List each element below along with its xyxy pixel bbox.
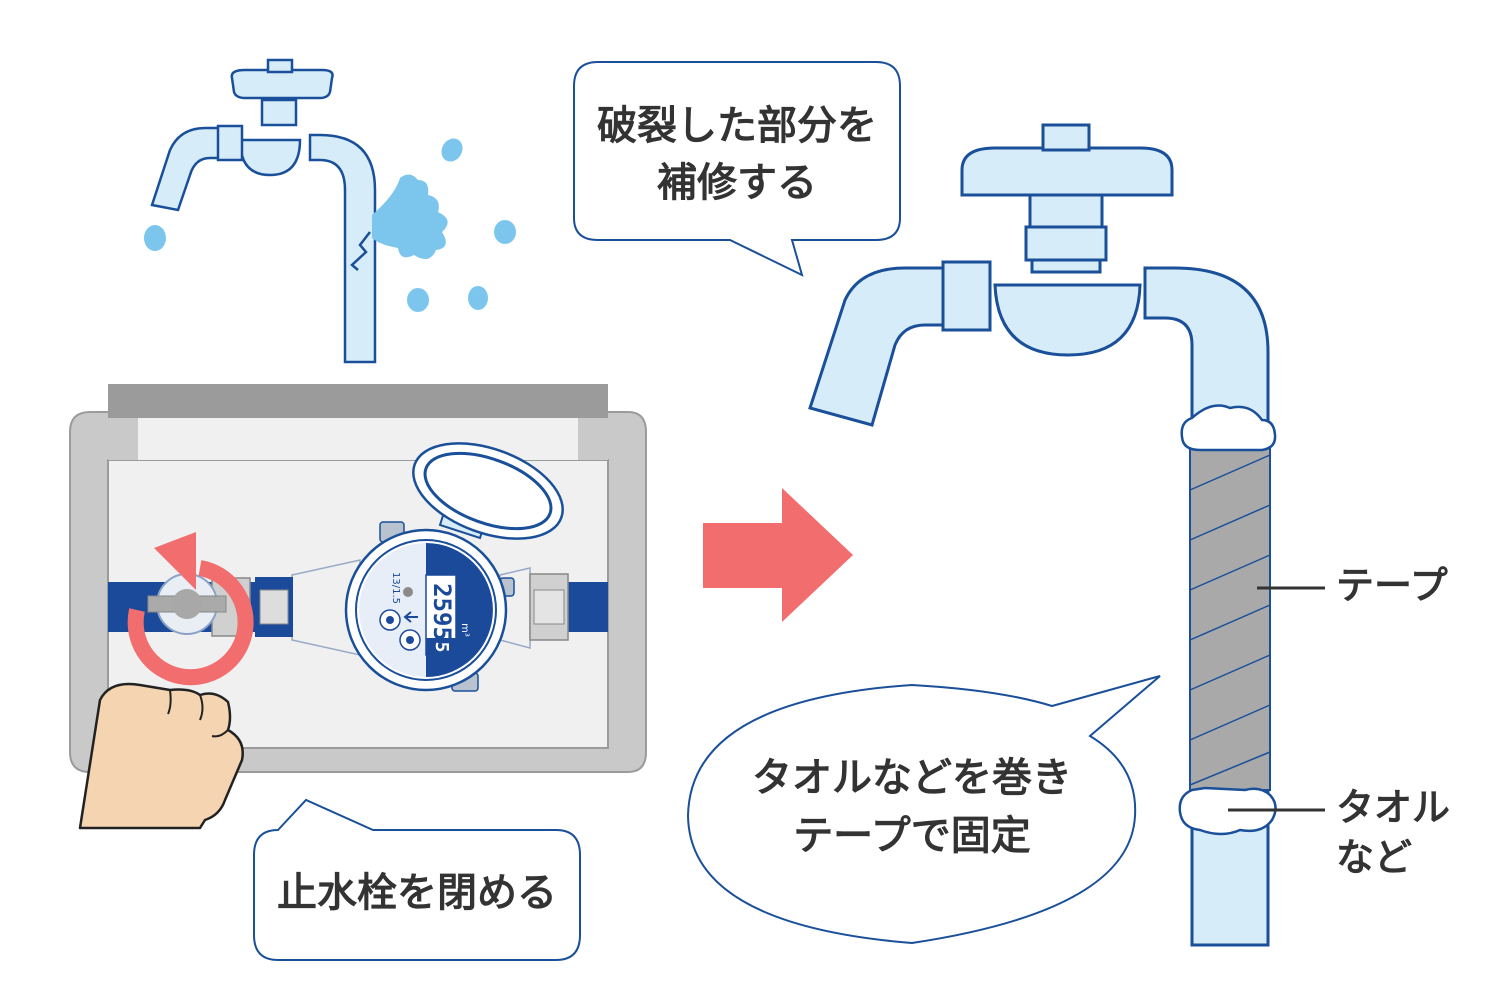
wrap-text-line1: タオルなどを巻き bbox=[752, 755, 1072, 801]
towel-label-line1: タオル bbox=[1336, 786, 1450, 830]
towel bbox=[1178, 404, 1277, 836]
towel-label-line2: など bbox=[1336, 836, 1412, 880]
repair-text-line2: 補修する bbox=[657, 160, 817, 206]
meter-model: 13/1.5 bbox=[390, 572, 401, 604]
counterclockwise-arrow-icon bbox=[127, 532, 254, 686]
repair-text-line1: 破裂した部分を bbox=[597, 103, 877, 149]
right-arrow-icon bbox=[703, 488, 853, 622]
towel-label: タオル など bbox=[1228, 786, 1450, 880]
water-meter-icon: 2595 5 m³ 13/1.5 bbox=[344, 442, 564, 692]
wrap-caption: タオルなどを巻き テープで固定 bbox=[686, 675, 1161, 945]
water-spray bbox=[144, 138, 516, 312]
hand-icon bbox=[78, 682, 244, 830]
close-valve-text: 止水栓を閉める bbox=[277, 870, 557, 916]
repair-caption: 破裂した部分を 補修する bbox=[573, 61, 901, 277]
meter-reading-last: 5 bbox=[431, 642, 452, 653]
close-valve-caption: 止水栓を閉める bbox=[253, 798, 581, 961]
meter-unit: m³ bbox=[459, 623, 470, 637]
tape-label-text: テープ bbox=[1336, 564, 1448, 608]
broken-faucet-icon bbox=[150, 58, 377, 364]
tape-label: テープ bbox=[1257, 564, 1448, 608]
wrap-text-line2: テープで固定 bbox=[793, 813, 1031, 859]
tape-wrap bbox=[1189, 447, 1271, 791]
meter-reading: 2595 bbox=[428, 583, 456, 641]
